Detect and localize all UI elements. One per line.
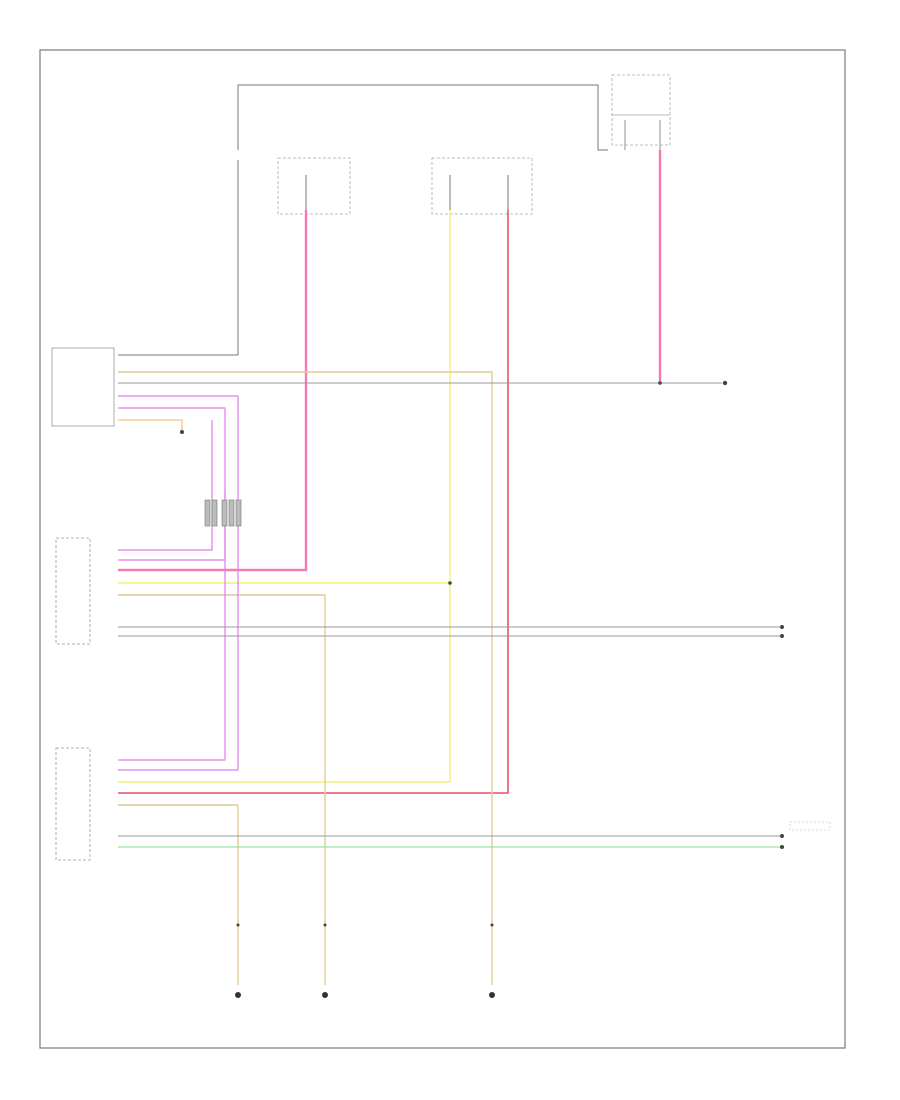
ground-1-icon [235, 992, 241, 998]
wire-red-pink [118, 210, 509, 794]
ground-2 [322, 992, 328, 998]
junction-box-left [237, 157, 351, 215]
ground-3-icon [489, 992, 495, 998]
splice-points [180, 381, 784, 927]
wire-orange [118, 419, 183, 430]
diagram-frame [39, 49, 846, 1049]
rear-right-labels [789, 821, 831, 831]
ground-1 [235, 992, 241, 998]
rear-control-module [55, 747, 91, 861]
relay-box [611, 74, 671, 150]
connector-blocks [204, 499, 242, 527]
junction-box-center [431, 157, 533, 215]
smart-entry-module [51, 347, 115, 427]
wire-pink-main [118, 150, 662, 572]
wire-gray [118, 382, 782, 837]
ground-3 [489, 992, 495, 998]
front-control-module [55, 537, 91, 645]
top-power-feed [118, 84, 608, 356]
right-device [722, 380, 728, 386]
ground-2-icon [322, 992, 328, 998]
wire-yellow [118, 210, 451, 783]
